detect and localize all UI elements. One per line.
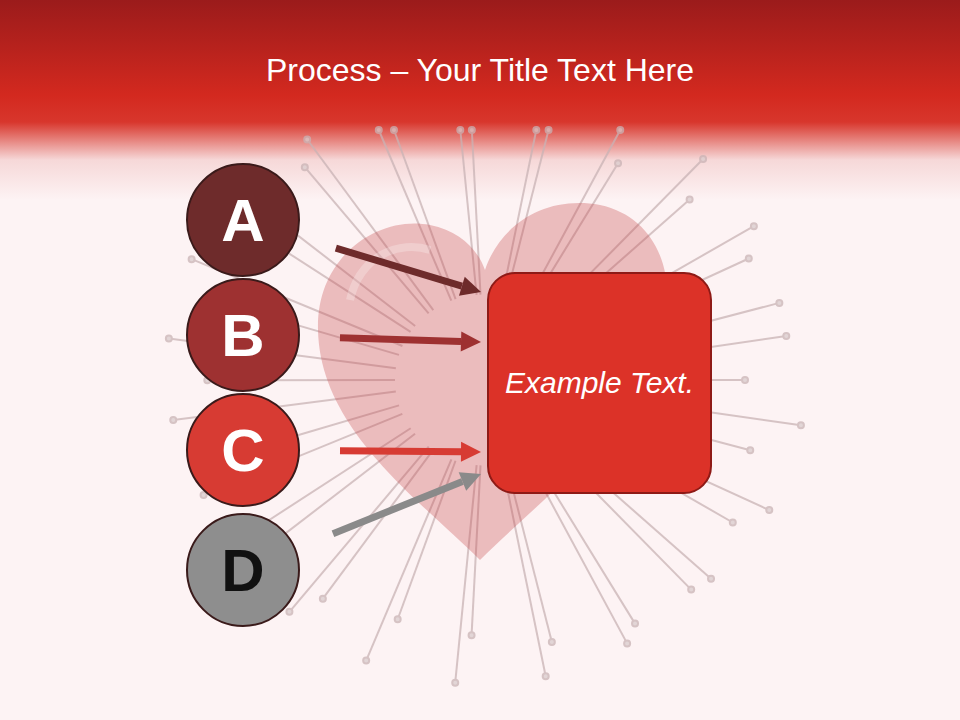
box-text: Example Text.	[505, 361, 694, 405]
step-letter: B	[221, 301, 264, 370]
slide-title: Process – Your Title Text Here	[266, 52, 694, 88]
step-circle: B	[186, 278, 300, 392]
flow-arrow	[336, 248, 481, 296]
step-letter: D	[221, 536, 264, 605]
step-letter: A	[221, 186, 264, 255]
step-circle: D	[186, 513, 300, 627]
flow-arrow	[340, 331, 481, 351]
step-circle: C	[186, 393, 300, 507]
step-letter: C	[221, 416, 264, 485]
flow-arrow	[340, 442, 481, 462]
flow-arrow	[333, 472, 481, 534]
step-circle: A	[186, 163, 300, 277]
process-box: Example Text.	[487, 272, 712, 494]
header-band	[0, 0, 960, 200]
